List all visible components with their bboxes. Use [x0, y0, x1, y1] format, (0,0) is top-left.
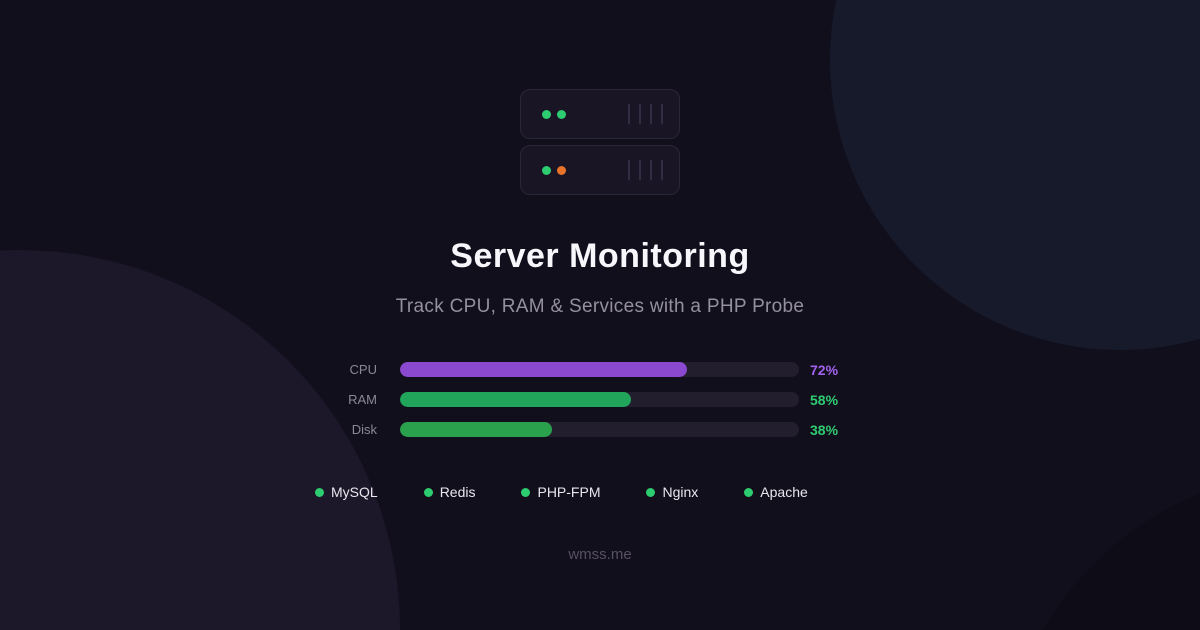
- metric-value: 72%: [810, 362, 839, 378]
- vent-slat-icon: [628, 103, 630, 125]
- progress-track: [400, 422, 799, 437]
- metric-value: 58%: [810, 392, 839, 408]
- vent-slats: [628, 159, 663, 181]
- metric-row: RAM 58%: [0, 385, 1200, 415]
- progress-fill: [400, 362, 688, 377]
- vent-slat-icon: [639, 103, 641, 125]
- server-rack-icon: [520, 145, 680, 195]
- service-item: Apache: [744, 484, 808, 500]
- page-subtitle: Track CPU, RAM & Services with a PHP Pro…: [395, 296, 805, 317]
- led-indicator: [557, 109, 566, 119]
- vent-slat-icon: [628, 159, 630, 181]
- service-item: PHP-FPM: [521, 484, 600, 500]
- metric-row: Disk 38%: [0, 415, 1200, 445]
- page-title: Server Monitoring: [450, 237, 750, 275]
- led-group: [542, 165, 566, 175]
- progress-track: [400, 392, 799, 407]
- server-stack-icon: [520, 89, 680, 201]
- vent-slat-icon: [661, 103, 663, 125]
- service-item: Redis: [423, 484, 476, 500]
- service-label: Redis: [439, 484, 476, 500]
- metric-value: 38%: [810, 422, 839, 438]
- service-label: PHP-FPM: [537, 484, 601, 500]
- vent-slats: [628, 103, 663, 125]
- footer-domain: wmss.me: [568, 546, 632, 563]
- service-status-icon: [521, 487, 531, 497]
- server-rack-icon: [520, 89, 680, 139]
- progress-fill: [400, 392, 632, 407]
- led-group: [542, 109, 566, 119]
- service-item: Nginx: [646, 484, 698, 500]
- vent-slat-icon: [661, 159, 663, 181]
- progress-track: [400, 362, 799, 377]
- metric-row: CPU 72%: [0, 355, 1200, 385]
- led-indicator: [542, 109, 551, 119]
- service-status-icon: [423, 487, 433, 497]
- services-legend: MySQL Redis PHP-FPM Nginx Apache: [315, 484, 808, 500]
- service-status-icon: [744, 487, 754, 497]
- metric-label: Disk: [351, 422, 377, 437]
- vent-slat-icon: [650, 103, 652, 125]
- service-label: Nginx: [662, 484, 699, 500]
- service-label: MySQL: [331, 484, 378, 500]
- progress-fill: [400, 422, 552, 437]
- led-indicator: [557, 165, 566, 175]
- metric-label: RAM: [348, 392, 377, 407]
- service-item: MySQL: [315, 484, 378, 500]
- service-label: Apache: [760, 484, 808, 500]
- vent-slat-icon: [650, 159, 652, 181]
- service-status-icon: [646, 487, 656, 497]
- led-indicator: [542, 165, 551, 175]
- vent-slat-icon: [639, 159, 641, 181]
- metric-label: CPU: [349, 362, 377, 377]
- service-status-icon: [315, 487, 324, 497]
